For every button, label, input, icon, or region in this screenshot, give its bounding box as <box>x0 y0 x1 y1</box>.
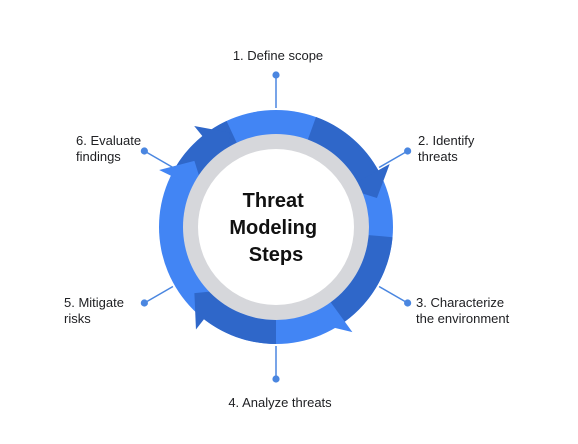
connector-dot-step-1 <box>272 71 280 79</box>
connector-dot-step-6 <box>140 147 148 155</box>
step-label-1-line-1: 1. Define scope <box>233 48 323 63</box>
step-label-2-line-2: threats <box>418 149 458 164</box>
center-title-line-3: Steps <box>249 244 303 266</box>
step-label-2-line-1: 2. Identify <box>418 133 475 148</box>
connector-dot-step-2 <box>404 147 412 155</box>
connector-dot-step-3 <box>404 299 412 307</box>
step-label-4-line-1: 4. Analyze threats <box>228 395 332 410</box>
center-title-line-1: Threat <box>243 190 304 212</box>
center-title-line-2: Modeling <box>229 217 317 239</box>
step-label-6-line-1: 6. Evaluate <box>76 133 141 148</box>
connector-line-step-5 <box>143 285 174 304</box>
connector-dot-step-5 <box>140 299 148 307</box>
connector-dot-step-4 <box>272 375 280 383</box>
step-label-5-line-2: risks <box>64 311 91 326</box>
dark-arc-1 <box>307 117 380 184</box>
step-label-3-line-1: 3. Characterize <box>416 295 504 310</box>
connector-line-step-6 <box>143 150 174 169</box>
step-label-6-line-2: findings <box>76 149 121 164</box>
step-label-3-line-2: the environment <box>416 311 510 326</box>
step-connectors <box>140 71 412 383</box>
center-disc <box>198 149 354 305</box>
connector-line-step-2 <box>378 150 409 169</box>
step-label-1: 1. Define scope <box>233 48 323 63</box>
step-label-5-line-1: 5. Mitigate <box>64 295 124 310</box>
dark-arc-3 <box>200 298 276 344</box>
connector-line-step-3 <box>378 285 409 304</box>
step-label-4: 4. Analyze threats <box>228 395 332 410</box>
center-title: Threat Modeling Steps <box>229 190 322 266</box>
arrowhead-4 <box>159 160 205 192</box>
dark-arc-2 <box>325 235 393 327</box>
